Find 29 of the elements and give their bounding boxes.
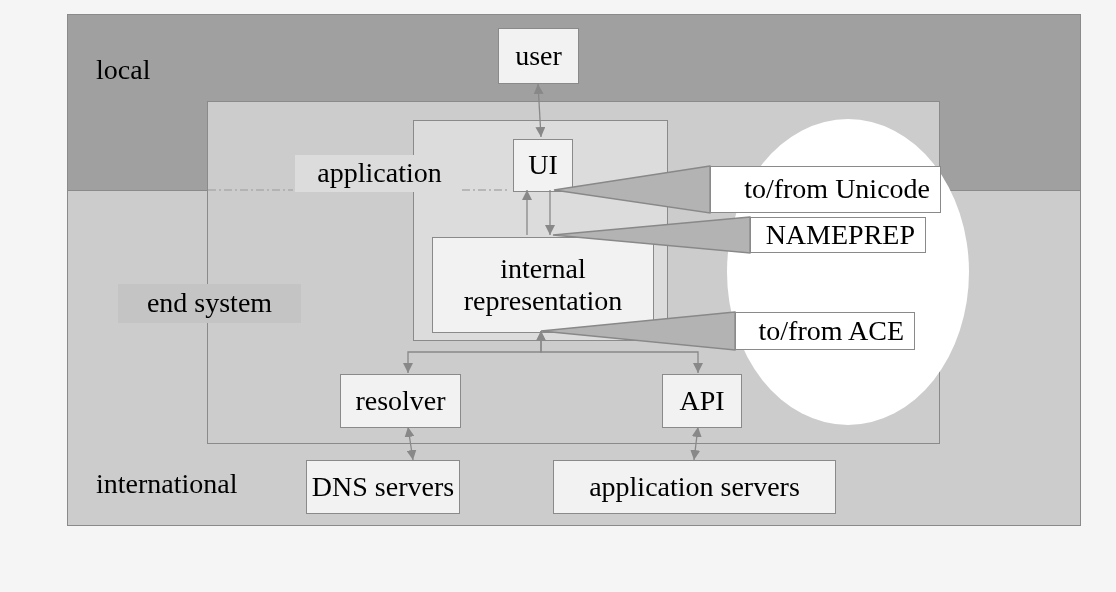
region-label: international: [96, 468, 238, 501]
arrow: [545, 189, 555, 236]
component-label: DNS servers: [310, 470, 456, 504]
group-label: end system: [118, 284, 301, 323]
component-label: internal representation: [462, 252, 624, 318]
callout-label: NAMEPREP: [765, 218, 916, 252]
callout-label: to/from ACE: [758, 314, 905, 348]
component-box: [662, 374, 742, 428]
arrow: [536, 330, 703, 374]
component-label: user: [514, 39, 563, 73]
component-box: [340, 374, 461, 428]
region-label: local: [96, 54, 151, 87]
callout-wedge: [553, 165, 711, 214]
component-label: API: [678, 384, 726, 418]
component-box: [553, 460, 836, 514]
component-box: [498, 28, 579, 84]
arrow: [404, 426, 417, 461]
component-box: [513, 139, 573, 192]
component-box: [306, 460, 460, 514]
component-label: resolver: [354, 384, 447, 418]
callout-wedge: [552, 216, 751, 254]
component-label: application servers: [588, 470, 801, 504]
arrow: [533, 83, 546, 138]
arrow: [690, 426, 702, 461]
component-label: UI: [527, 149, 559, 182]
callout-label: to/from Unicode: [744, 173, 931, 206]
component-box: [432, 237, 654, 333]
callout-wedge: [540, 311, 736, 351]
arrow: [522, 189, 532, 236]
